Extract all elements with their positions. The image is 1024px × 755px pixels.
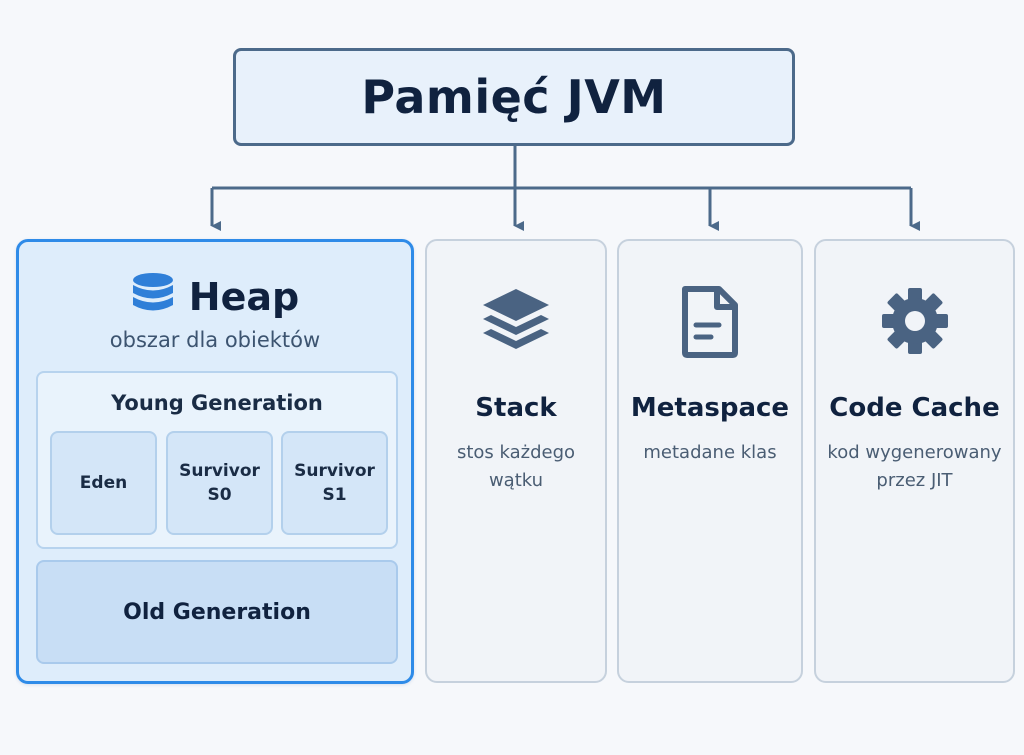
heap-header: Heap (19, 272, 411, 322)
root-title: Pamięć JVM (361, 70, 667, 124)
stack-description: stos każdego wątku (433, 439, 599, 495)
gear-icon (879, 285, 951, 361)
layers-icon (479, 285, 553, 363)
survivor-s1-label-line1: Survivor (294, 461, 375, 481)
metaspace-title: Metaspace (630, 393, 790, 423)
root-node: Pamięć JVM (233, 48, 795, 146)
metaspace-card: Metaspace metadane klas (617, 239, 803, 683)
eden-region: Eden (50, 431, 157, 535)
survivor-s0-label-line1: Survivor (179, 461, 260, 481)
survivor-s0-region: Survivor S0 (166, 431, 273, 535)
document-icon (679, 285, 741, 363)
database-icon (131, 272, 175, 322)
heap-title: Heap (188, 275, 300, 319)
young-generation-title: Young Generation (111, 391, 323, 415)
code-cache-desc-line2: przez JIT (876, 470, 953, 491)
code-cache-desc-line1: kod wygenerowany (827, 442, 1002, 463)
code-cache-card: Code Cache kod wygenerowany przez JIT (814, 239, 1015, 683)
metaspace-desc-line1: metadane klas (643, 442, 777, 463)
heap-subtitle: obszar dla obiektów (109, 328, 321, 352)
metaspace-description: metadane klas (625, 439, 795, 467)
survivor-s1-label-line2: S1 (322, 485, 347, 505)
old-generation-title: Old Generation (123, 599, 311, 625)
eden-label: Eden (79, 473, 128, 493)
survivor-s1-region: Survivor S1 (281, 431, 388, 535)
heap-card: Heap obszar dla obiektów Young Generatio… (16, 239, 414, 684)
stack-desc-line1: stos każdego (456, 442, 576, 463)
stack-card: Stack stos każdego wątku (425, 239, 607, 683)
code-cache-title: Code Cache (829, 393, 1000, 423)
young-generation: Young Generation Eden Survivor S0 Surviv… (36, 371, 398, 549)
survivor-s0-label-line2: S0 (207, 485, 232, 505)
stack-title: Stack (475, 393, 557, 423)
stack-desc-line2: wątku (488, 470, 544, 491)
code-cache-description: kod wygenerowany przez JIT (822, 439, 1007, 495)
old-generation: Old Generation (36, 560, 398, 664)
